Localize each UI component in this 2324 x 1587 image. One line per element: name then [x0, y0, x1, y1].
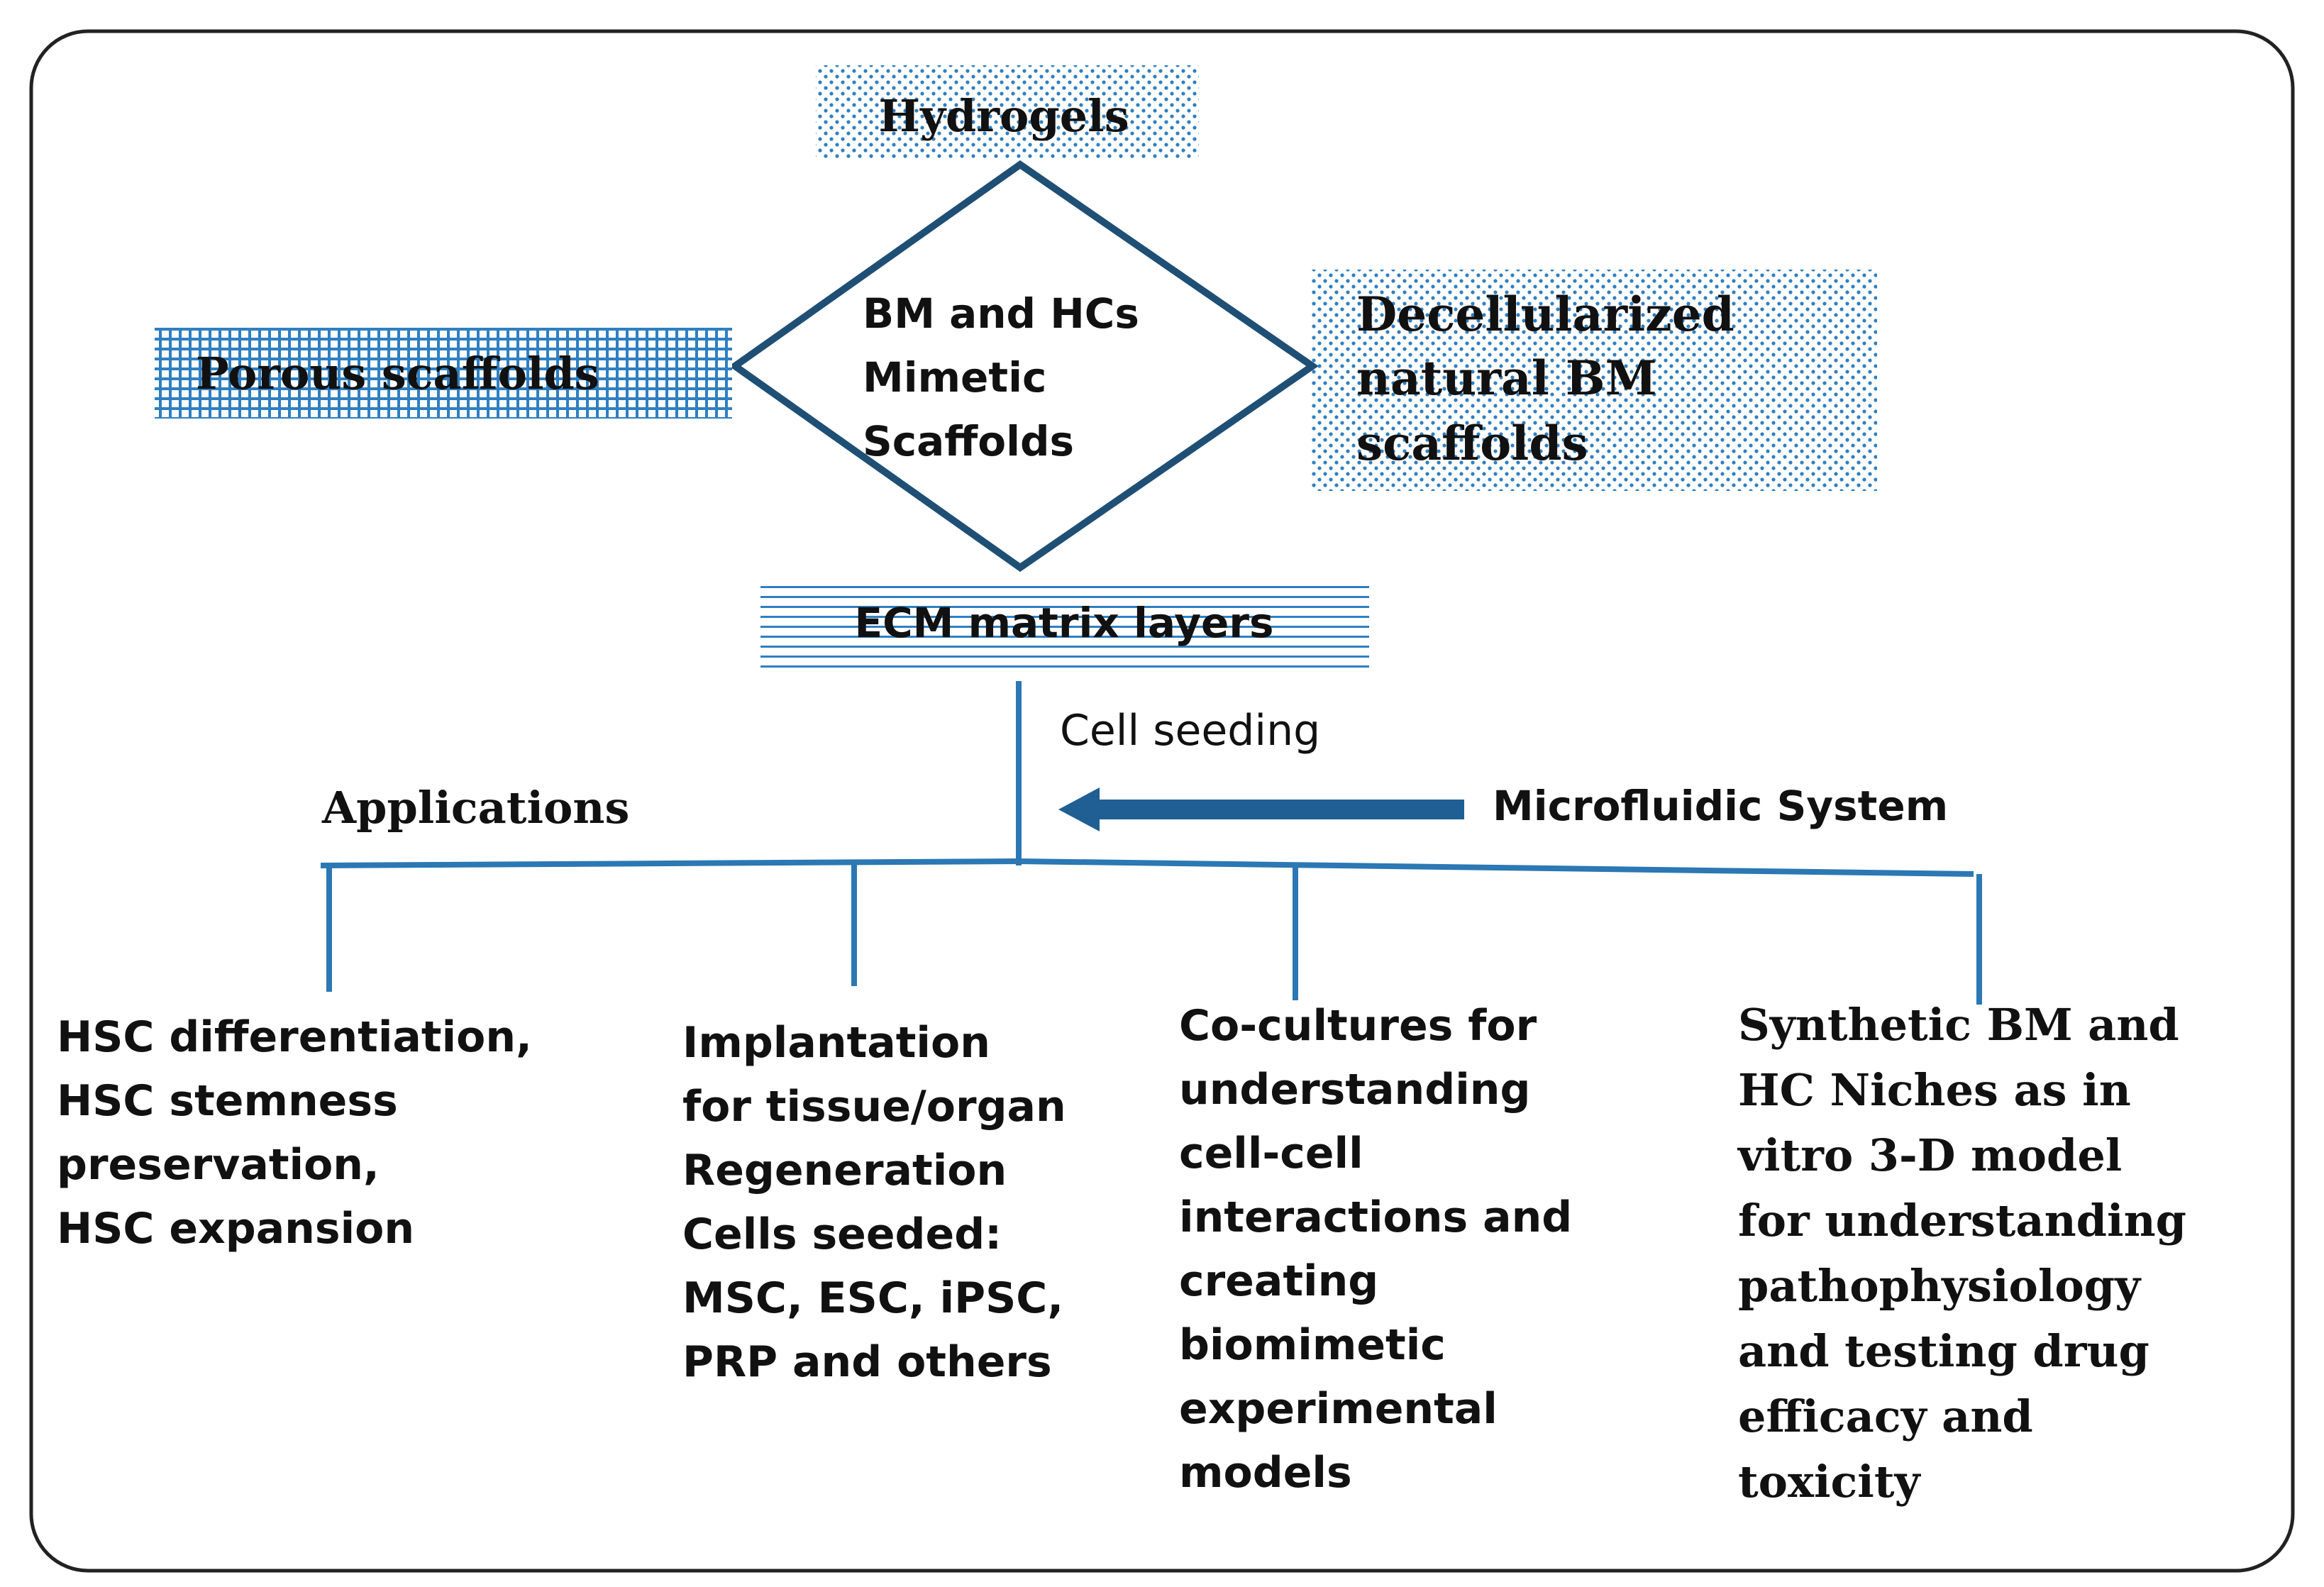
application-line: biomimetic — [1179, 1320, 1446, 1370]
application-line: HSC stemness — [57, 1076, 398, 1126]
application-line: experimental — [1179, 1384, 1498, 1434]
applications-branch-bar-right — [1018, 858, 1974, 877]
application-line: for tissue/organ — [682, 1082, 1066, 1132]
decellularized-label: Decellularized natural BM scaffolds — [1356, 287, 1751, 471]
application-synthetic-niches: Synthetic BM and HC Niches as in vitro 3… — [1737, 999, 2202, 1508]
application-line: Synthetic BM and — [1738, 999, 2179, 1051]
application-line: PRP and others — [682, 1337, 1052, 1387]
application-cocultures: Co-cultures for understanding cell-cell … — [1179, 1001, 1587, 1498]
application-line: HSC differentiation, — [57, 1012, 532, 1062]
hydrogels-node: Hydrogels — [816, 65, 1199, 159]
center-diamond-node: BM and HCs Mimetic Scaffolds — [729, 160, 1319, 573]
application-line: vitro 3-D model — [1737, 1129, 2122, 1181]
center-diamond-line: Mimetic — [863, 353, 1046, 402]
application-implantation: Implantation for tissue/organ Regenerati… — [682, 1018, 1081, 1387]
application-line: Co-cultures for — [1179, 1001, 1537, 1051]
outer-frame — [29, 29, 2295, 1573]
hydrogels-label: Hydrogels — [878, 90, 1129, 142]
ecm-layers-pattern-box — [760, 580, 1369, 668]
hydrogels-pattern-box — [816, 65, 1199, 159]
microfluidic-arrow-shaft — [1092, 800, 1464, 819]
application-line: and testing drug — [1738, 1325, 2149, 1377]
decellularized-line: natural BM — [1356, 350, 1657, 406]
ecm-layers-node: ECM matrix layers — [760, 580, 1369, 668]
application-hsc: HSC differentiation, HSC stemness preser… — [57, 1012, 547, 1254]
application-line: preservation, — [57, 1140, 380, 1190]
application-line: HSC expansion — [57, 1204, 414, 1254]
application-line: for understanding — [1738, 1195, 2186, 1246]
application-line: interactions and — [1179, 1193, 1572, 1242]
decellularized-pattern-box — [1311, 270, 1877, 491]
decellularized-line: Decellularized — [1356, 287, 1734, 342]
decellularized-node: Decellularized natural BM scaffolds — [1311, 270, 1877, 491]
application-line: HC Niches as in — [1738, 1064, 2131, 1116]
applications-label: Applications — [321, 782, 629, 834]
application-line: pathophysiology — [1738, 1260, 2142, 1312]
porous-scaffolds-node: Porous scaffolds — [155, 328, 732, 419]
microfluidic-arrow — [1058, 787, 1464, 831]
application-line: creating — [1179, 1256, 1378, 1306]
application-line: Implantation — [682, 1018, 990, 1068]
application-line: efficacy and — [1738, 1390, 2033, 1442]
application-line: toxicity — [1738, 1456, 1921, 1508]
center-diamond-line: BM and HCs — [863, 289, 1139, 338]
center-diamond — [729, 160, 1319, 573]
microfluidic-arrow-head — [1058, 787, 1100, 831]
porous-scaffolds-label: Porous scaffolds — [196, 348, 599, 399]
microfluidic-label: Microfluidic System — [1493, 782, 1948, 830]
cell-seeding-label: Cell seeding — [1060, 706, 1320, 756]
center-diamond-label: BM and HCs Mimetic Scaffolds — [863, 289, 1153, 465]
application-line: Cells seeded: — [682, 1210, 1002, 1259]
application-line: Regeneration — [682, 1146, 1007, 1195]
application-line: cell-cell — [1179, 1129, 1363, 1178]
application-line: models — [1179, 1448, 1352, 1498]
application-line: understanding — [1179, 1065, 1530, 1115]
porous-scaffolds-pattern-box — [155, 328, 732, 419]
application-line: MSC, ESC, iPSC, — [682, 1273, 1063, 1323]
ecm-layers-label: ECM matrix layers — [855, 599, 1274, 647]
decellularized-line: scaffolds — [1356, 416, 1588, 471]
center-diamond-line: Scaffolds — [863, 417, 1074, 465]
applications-branch-bar — [320, 858, 1019, 868]
